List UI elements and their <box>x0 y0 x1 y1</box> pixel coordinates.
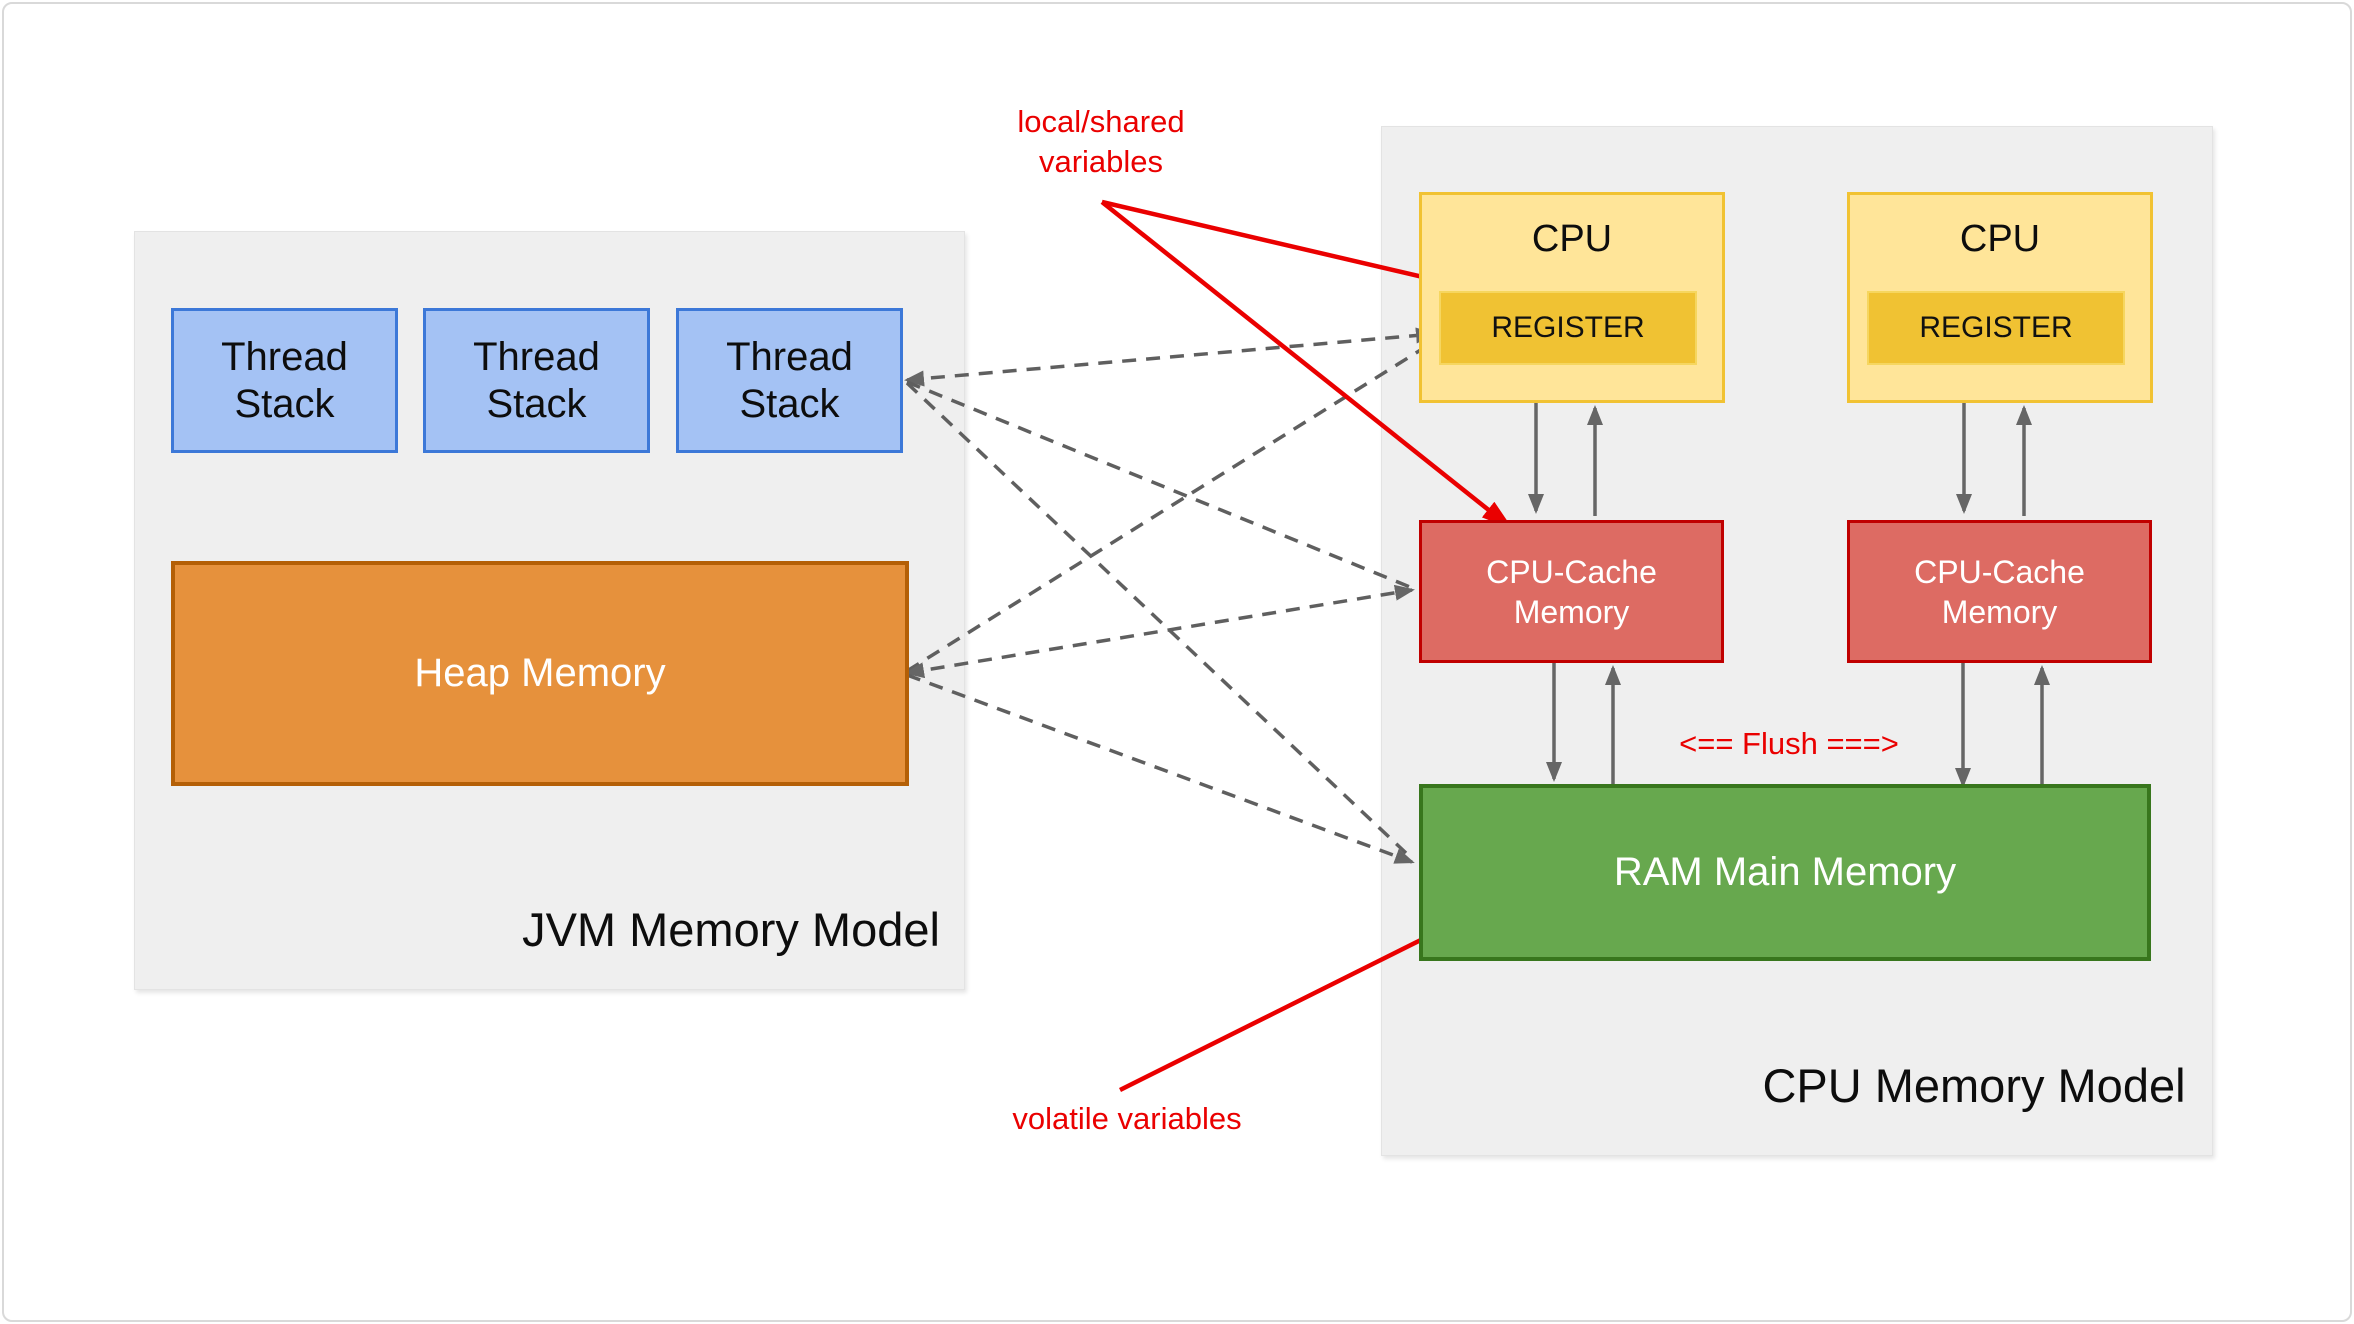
cpu-section-title: CPU Memory Model <box>1762 1059 2186 1112</box>
cpu-cache-box-2: CPU-Cache Memory <box>1847 520 2152 663</box>
heap-memory-box: Heap Memory <box>171 561 909 786</box>
ram-main-memory-box: RAM Main Memory <box>1419 784 2151 961</box>
cpu-cache-label: CPU-Cache Memory <box>1914 553 2085 630</box>
cpu-cache-box-1: CPU-Cache Memory <box>1419 520 1724 663</box>
cpu-cache-label: CPU-Cache Memory <box>1486 553 1657 630</box>
volatile-variables-note: volatile variables <box>1012 1101 1242 1136</box>
heap-memory-label: Heap Memory <box>414 651 666 695</box>
thread-stack-label: Thread Stack <box>726 334 853 426</box>
register-box-2: REGISTER <box>1867 291 2125 365</box>
thread-stack-label: Thread Stack <box>473 334 600 426</box>
thread-stack-box-1: Thread Stack <box>171 308 398 453</box>
register-label: REGISTER <box>1919 311 2073 344</box>
cpu-label-1: CPU <box>1531 218 1613 260</box>
register-box-1: REGISTER <box>1439 291 1697 365</box>
register-label: REGISTER <box>1491 311 1645 344</box>
local-shared-variables-note: local/shared variables <box>1017 104 1185 179</box>
flush-label: <== Flush ===> <box>1679 726 1899 761</box>
thread-stack-box-2: Thread Stack <box>423 308 650 453</box>
thread-stack-box-3: Thread Stack <box>676 308 903 453</box>
thread-stack-label: Thread Stack <box>221 334 348 426</box>
cpu-label-2: CPU <box>1959 218 2041 260</box>
jvm-section-title: JVM Memory Model <box>522 903 940 956</box>
ram-main-memory-label: RAM Main Memory <box>1613 850 1957 894</box>
